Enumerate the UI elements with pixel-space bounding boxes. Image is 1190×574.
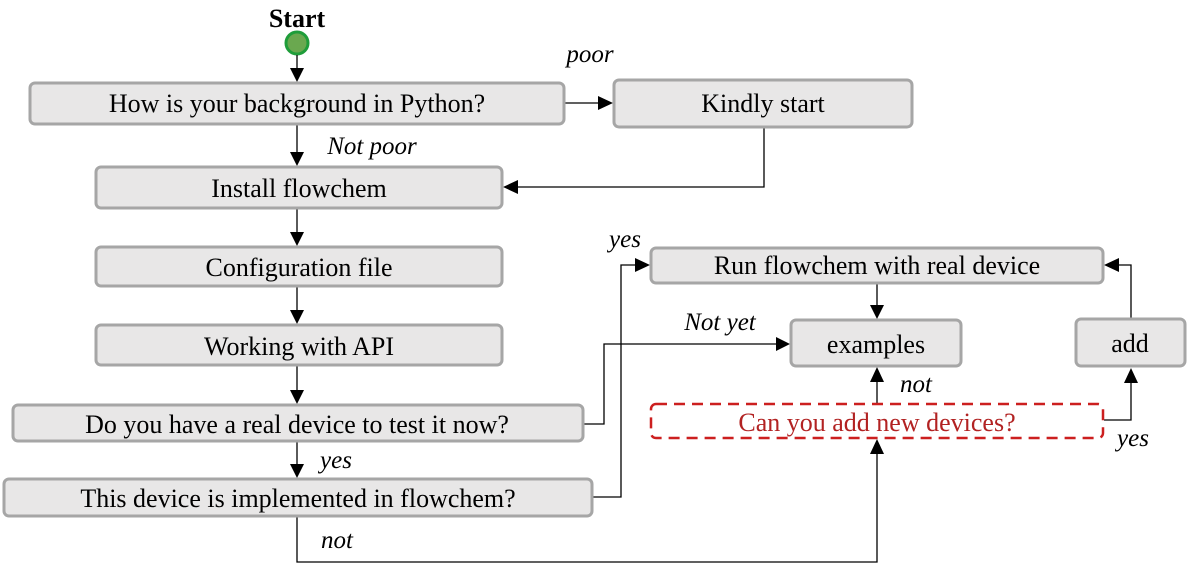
arrowhead (290, 68, 304, 82)
node-api-box (94, 323, 504, 367)
edge-label-not-yet: Not yet (683, 309, 757, 336)
node-add: add (1074, 317, 1187, 368)
node-config-box (94, 245, 504, 288)
node-add-devices-box (649, 402, 1105, 440)
arrowhead (870, 367, 884, 382)
arrowhead (1104, 258, 1119, 272)
start-node (284, 30, 310, 56)
node-install: Install flowchem (94, 165, 504, 210)
node-real-device: Do you have a real device to test it now… (11, 403, 585, 443)
node-add-devices-label: Can you add new devices? (738, 408, 1015, 437)
node-run-real-label: Run flowchem with real device (714, 251, 1040, 280)
node-implemented-box (2, 477, 594, 518)
edge-label-not-examples: not (900, 371, 933, 398)
node-real-device-label: Do you have a real device to test it now… (85, 410, 509, 439)
edge-kindly-to-install (517, 128, 765, 188)
node-run-real-box (649, 246, 1105, 285)
edge-label-poor: poor (564, 41, 614, 68)
edge-realdevice-to-examples (584, 343, 778, 425)
arrowhead (635, 258, 650, 272)
edge-implemented-to-run (593, 264, 637, 498)
node-install-box (94, 165, 504, 210)
edge-label-yes-run: yes (606, 226, 641, 253)
edge-add-to-run (1117, 264, 1132, 318)
connectors (296, 55, 1132, 563)
arrowhead (776, 337, 790, 351)
arrowhead (290, 390, 304, 404)
node-kindly-start-label: Kindly start (701, 89, 825, 118)
arrowhead (290, 310, 304, 324)
node-kindly-start-box (612, 78, 914, 129)
node-implemented-label: This device is implemented in flowchem? (80, 484, 515, 513)
node-real-device-box (11, 403, 585, 443)
node-background: How is your background in Python? (28, 81, 566, 126)
arrowhead (598, 96, 613, 110)
arrowhead (290, 152, 304, 166)
edge-implemented-to-adddevices (296, 452, 878, 563)
node-implemented: This device is implemented in flowchem? (2, 477, 594, 518)
edge-adddevices-to-add (1104, 382, 1132, 421)
node-background-box (28, 81, 566, 126)
arrowhead (870, 305, 884, 319)
edge-label-not-implemented: not (321, 527, 354, 554)
node-add-label: add (1111, 329, 1149, 358)
arrowhead (870, 439, 884, 454)
arrowhead (1124, 368, 1138, 383)
node-run-real: Run flowchem with real device (649, 246, 1105, 285)
edge-label-yes-add: yes (1114, 425, 1149, 452)
arrowheads (290, 68, 1138, 478)
node-add-devices: Can you add new devices? (649, 402, 1105, 440)
node-api: Working with API (94, 323, 504, 367)
start-title: Start (269, 4, 326, 33)
arrowhead (503, 180, 518, 194)
node-kindly-start: Kindly start (612, 78, 914, 129)
arrowhead (290, 232, 304, 246)
node-examples-box (789, 318, 963, 368)
node-background-label: How is your background in Python? (109, 89, 485, 118)
edge-label-not-poor: Not poor (326, 133, 417, 160)
node-add-box (1074, 317, 1187, 368)
arrowhead (290, 464, 304, 478)
node-api-label: Working with API (204, 332, 394, 361)
node-examples-label: examples (827, 330, 925, 359)
node-config: Configuration file (94, 245, 504, 288)
node-examples: examples (789, 318, 963, 368)
edge-label-yes-implemented: yes (317, 447, 352, 474)
node-config-label: Configuration file (205, 253, 392, 282)
node-install-label: Install flowchem (211, 174, 386, 203)
